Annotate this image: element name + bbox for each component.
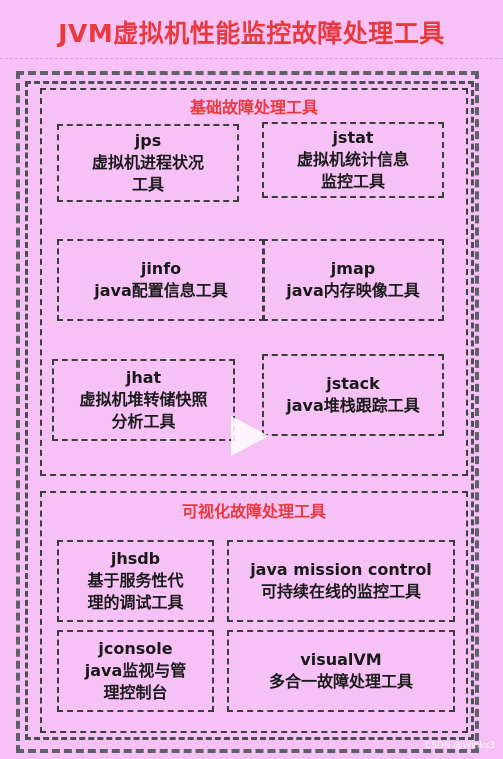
- tool-desc: java配置信息工具: [94, 281, 228, 300]
- tool-box-visualvm: visualVM 多合一故障处理工具: [227, 630, 455, 712]
- tool-name: jhat: [125, 368, 162, 387]
- tool-box-jconsole: jconsole java监视与管 理控制台: [57, 630, 214, 712]
- tool-box-jhsdb: jhsdb 基于服务性代 理的调试工具: [57, 540, 214, 622]
- tool-name: jinfo: [140, 259, 182, 278]
- tool-desc: java堆栈跟踪工具: [286, 396, 420, 415]
- tool-name: jhsdb: [110, 549, 161, 568]
- play-icon[interactable]: [231, 416, 269, 456]
- tool-name: jps: [134, 131, 162, 150]
- tool-box-jps: jps 虚拟机进程状况 工具: [57, 124, 239, 202]
- tool-name: jconsole: [98, 639, 173, 658]
- divider: [0, 58, 503, 59]
- tool-desc: 分析工具: [111, 412, 176, 431]
- visual-tools-section: 可视化故障处理工具: [40, 491, 468, 733]
- tool-desc: 可持续在线的监控工具: [260, 582, 421, 601]
- watermark: CSDN @Winks3: [424, 741, 495, 751]
- tool-desc: java内存映像工具: [286, 281, 420, 300]
- tool-box-jstat: jstat 虚拟机统计信息 监控工具: [262, 122, 444, 198]
- tool-name: jmap: [330, 259, 376, 278]
- tool-desc: 虚拟机堆转储快照: [79, 390, 208, 409]
- section-title-visual: 可视化故障处理工具: [181, 502, 326, 521]
- tool-desc: 工具: [131, 175, 164, 194]
- tool-desc: 基于服务性代: [87, 571, 184, 590]
- inner-frame: [25, 81, 474, 740]
- tool-desc: 虚拟机进程状况: [91, 153, 204, 172]
- tool-box-jinfo: jinfo java配置信息工具: [57, 239, 265, 321]
- tool-desc: 多合一故障处理工具: [268, 672, 413, 691]
- tool-box-jstack: jstack java堆栈跟踪工具: [262, 354, 444, 436]
- tool-desc: 虚拟机统计信息: [296, 150, 409, 169]
- diagram-title: JVM虚拟机性能监控故障处理工具: [58, 19, 445, 48]
- tool-desc: java监视与管: [84, 661, 187, 680]
- tool-desc: 理控制台: [103, 683, 168, 702]
- tool-desc: 监控工具: [320, 172, 385, 191]
- tool-name: visualVM: [300, 650, 382, 669]
- tool-box-jmap: jmap java内存映像工具: [262, 239, 444, 321]
- tool-name: java mission control: [250, 560, 432, 579]
- tool-desc: 理的调试工具: [87, 593, 184, 612]
- tool-name: jstack: [326, 374, 380, 393]
- basic-tools-section: 基础故障处理工具: [40, 88, 468, 476]
- tool-box-java-mission-control: java mission control 可持续在线的监控工具: [227, 540, 455, 622]
- tool-name: jstat: [332, 128, 374, 147]
- section-title-basic: 基础故障处理工具: [189, 98, 318, 117]
- tool-box-jhat: jhat 虚拟机堆转储快照 分析工具: [52, 359, 235, 441]
- outer-frame: [16, 71, 479, 753]
